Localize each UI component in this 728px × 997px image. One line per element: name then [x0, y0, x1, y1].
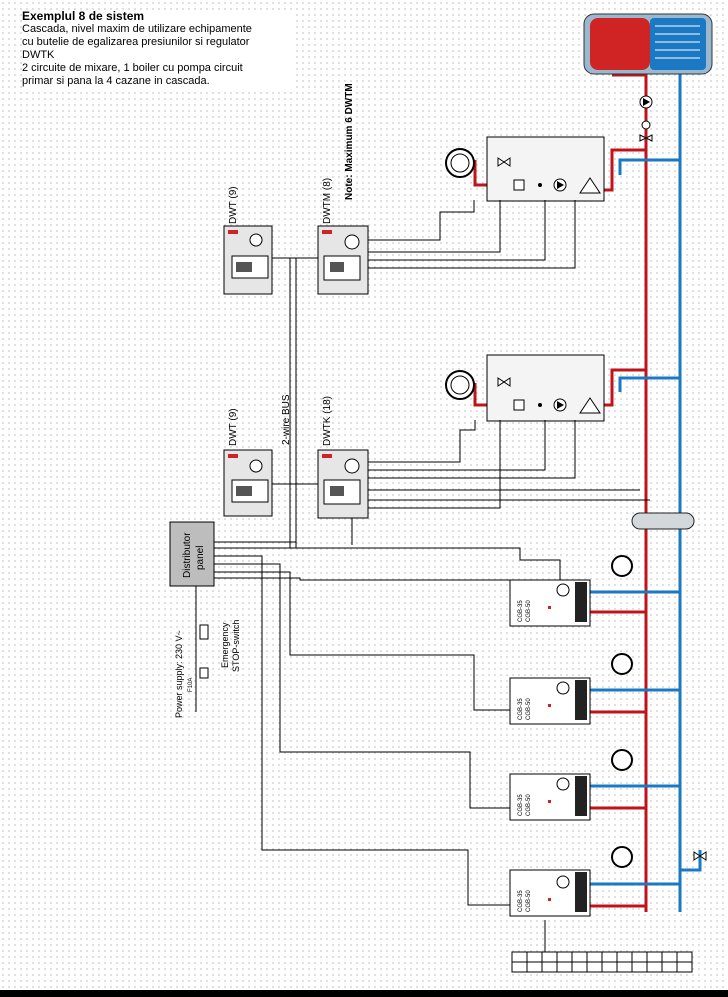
boiler-2-label-a: CGB-35 — [518, 698, 524, 720]
note-label: Note: Maximum 6 DWTM — [344, 83, 355, 200]
dwt-bottom-label: DWT (9) — [228, 408, 239, 446]
boiler-4-label-a: CGB-35 — [518, 890, 524, 912]
boiler-3-label-b: CGB-50 — [526, 794, 532, 816]
tank-flow-pipe — [612, 73, 648, 80]
dhw-pump — [639, 95, 653, 142]
bus-label: 2-wire BUS — [281, 394, 292, 445]
caption-line-2: cu butelie de egalizarea presiunilor si … — [22, 36, 250, 48]
panel-label: panel — [195, 546, 206, 570]
mixer-circuit-1 — [445, 136, 605, 202]
floor-sensor-block — [511, 951, 693, 973]
boiler-2 — [509, 653, 633, 725]
dwt-top-controller — [223, 225, 273, 295]
boiler-1 — [509, 555, 633, 627]
dwtm-controller — [317, 225, 369, 295]
caption-line-3: DWTK — [22, 49, 55, 61]
boiler-1-label-a: CGB-35 — [518, 600, 524, 622]
boiler-3 — [509, 749, 633, 821]
fuse-label: F10A — [188, 678, 194, 692]
dwtk-label: DWTK (18) — [322, 396, 333, 446]
caption-line-1: Cascada, nivel maxim de utilizare echipa… — [22, 23, 252, 35]
boiler-4-label-b: CGB-50 — [526, 890, 532, 912]
boiler-3-label-a: CGB-35 — [518, 794, 524, 816]
boiler-1-label-b: CGB-50 — [526, 600, 532, 622]
boiler-2-label-b: CGB-50 — [526, 698, 532, 720]
mix1-return — [618, 158, 680, 175]
diagram-title: Exemplul 8 de sistem — [22, 9, 145, 23]
caption-line-4: 2 circuite de mixare, 1 boiler cu pompa … — [22, 62, 243, 74]
caption-line-5: primar si pana la 4 cazane in cascada. — [22, 75, 210, 87]
dwtm-label: DWTM (8) — [322, 178, 333, 224]
bottom-border — [0, 990, 728, 997]
boiler-4 — [509, 846, 633, 917]
power-supply-label: Power supply: 230 V~ — [174, 630, 184, 718]
dwt-bottom-controller — [223, 449, 273, 517]
stop-switch-label: STOP-switch — [231, 620, 241, 672]
dhw-tank — [583, 13, 713, 75]
dwt-top-label: DWT (9) — [228, 186, 239, 224]
header-caption: Exemplul 8 de sistem Cascada, nivel maxi… — [22, 10, 292, 88]
emergency-label: Emergency — [220, 622, 230, 668]
mix2-return — [618, 376, 680, 392]
fill-line — [680, 850, 702, 872]
dwtk-controller — [317, 449, 369, 519]
mixer-circuit-2 — [445, 354, 605, 422]
hydraulic-separator — [631, 512, 695, 530]
wiring — [195, 200, 707, 960]
pipe-network — [473, 43, 702, 912]
distributor-label: Distributor — [182, 532, 193, 578]
distributor-panel — [169, 521, 215, 587]
